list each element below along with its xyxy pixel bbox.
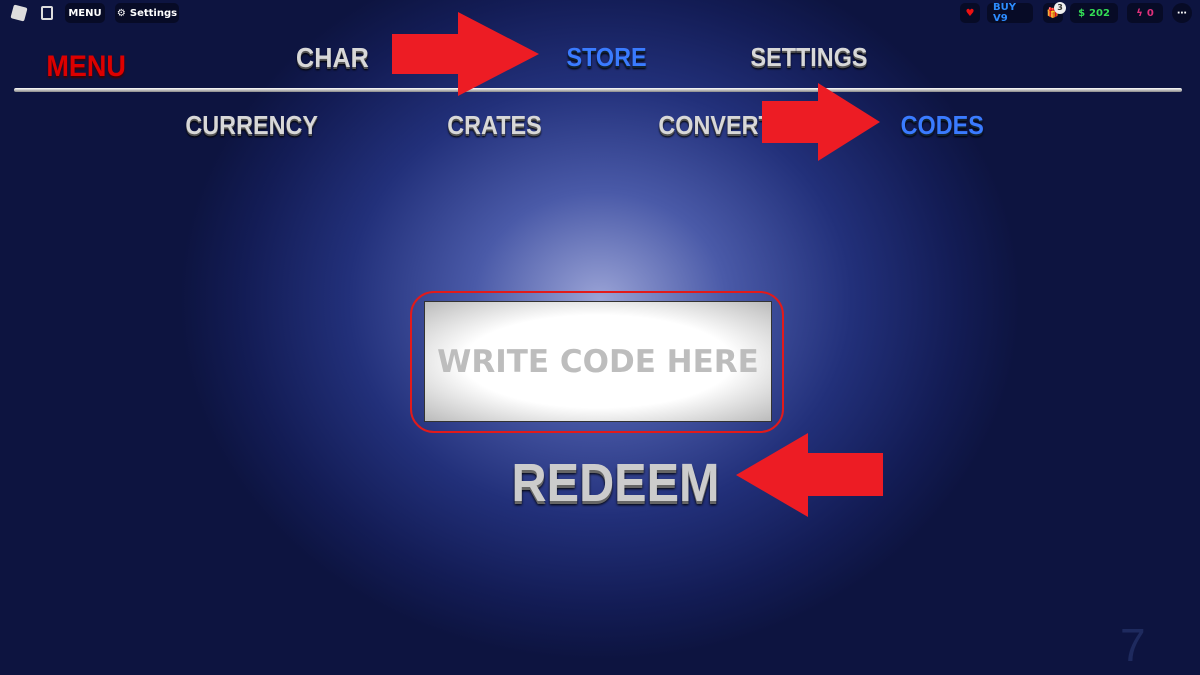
arrow-to-redeem-icon: [736, 433, 883, 517]
arrow-to-store-icon: [392, 12, 539, 96]
divider: [14, 88, 1182, 92]
redeem-button[interactable]: REDEEM: [511, 453, 720, 513]
subtab-convert[interactable]: CONVERT: [658, 110, 773, 140]
subtab-currency[interactable]: CURRENCY: [185, 110, 318, 140]
cash-display: $202: [1070, 3, 1118, 23]
cash-value: 202: [1089, 7, 1110, 19]
tab-settings[interactable]: SETTINGS: [750, 42, 868, 72]
highlight-ring: [410, 291, 784, 433]
heart-button[interactable]: ♥: [960, 3, 980, 23]
tab-store[interactable]: STORE: [566, 42, 647, 72]
settings-label: Settings: [129, 7, 178, 19]
chat-icon[interactable]: [41, 6, 53, 20]
subtab-crates[interactable]: CRATES: [447, 110, 542, 140]
menu-label: MENU: [68, 7, 102, 19]
roblox-logo-icon[interactable]: [10, 4, 28, 22]
menu-title: MENU: [46, 50, 126, 83]
gear-icon: ⚙: [116, 7, 126, 19]
tab-char[interactable]: CHAR: [296, 42, 369, 73]
energy-value: 0: [1146, 7, 1154, 19]
buy-v9-button[interactable]: BUY V9: [987, 2, 1033, 24]
heart-icon: ♥: [965, 7, 975, 19]
gift-icon: 🎁: [1046, 7, 1060, 19]
gift-badge: 3: [1054, 2, 1066, 14]
dollar-icon: $: [1078, 7, 1086, 19]
more-button[interactable]: ⋯: [1172, 3, 1192, 23]
settings-button[interactable]: ⚙Settings: [115, 3, 179, 23]
subtab-codes[interactable]: CODES: [900, 110, 984, 140]
more-icon: ⋯: [1177, 7, 1187, 19]
menu-button[interactable]: MENU: [65, 3, 105, 23]
arrow-to-codes-icon: [762, 83, 880, 161]
lightning-icon: ϟ: [1136, 7, 1143, 19]
code-input[interactable]: WRITE CODE HERE: [424, 301, 772, 422]
buy-label: BUY V9: [993, 2, 1016, 24]
corner-number: 7: [1120, 619, 1146, 671]
code-placeholder: WRITE CODE HERE: [437, 343, 759, 380]
